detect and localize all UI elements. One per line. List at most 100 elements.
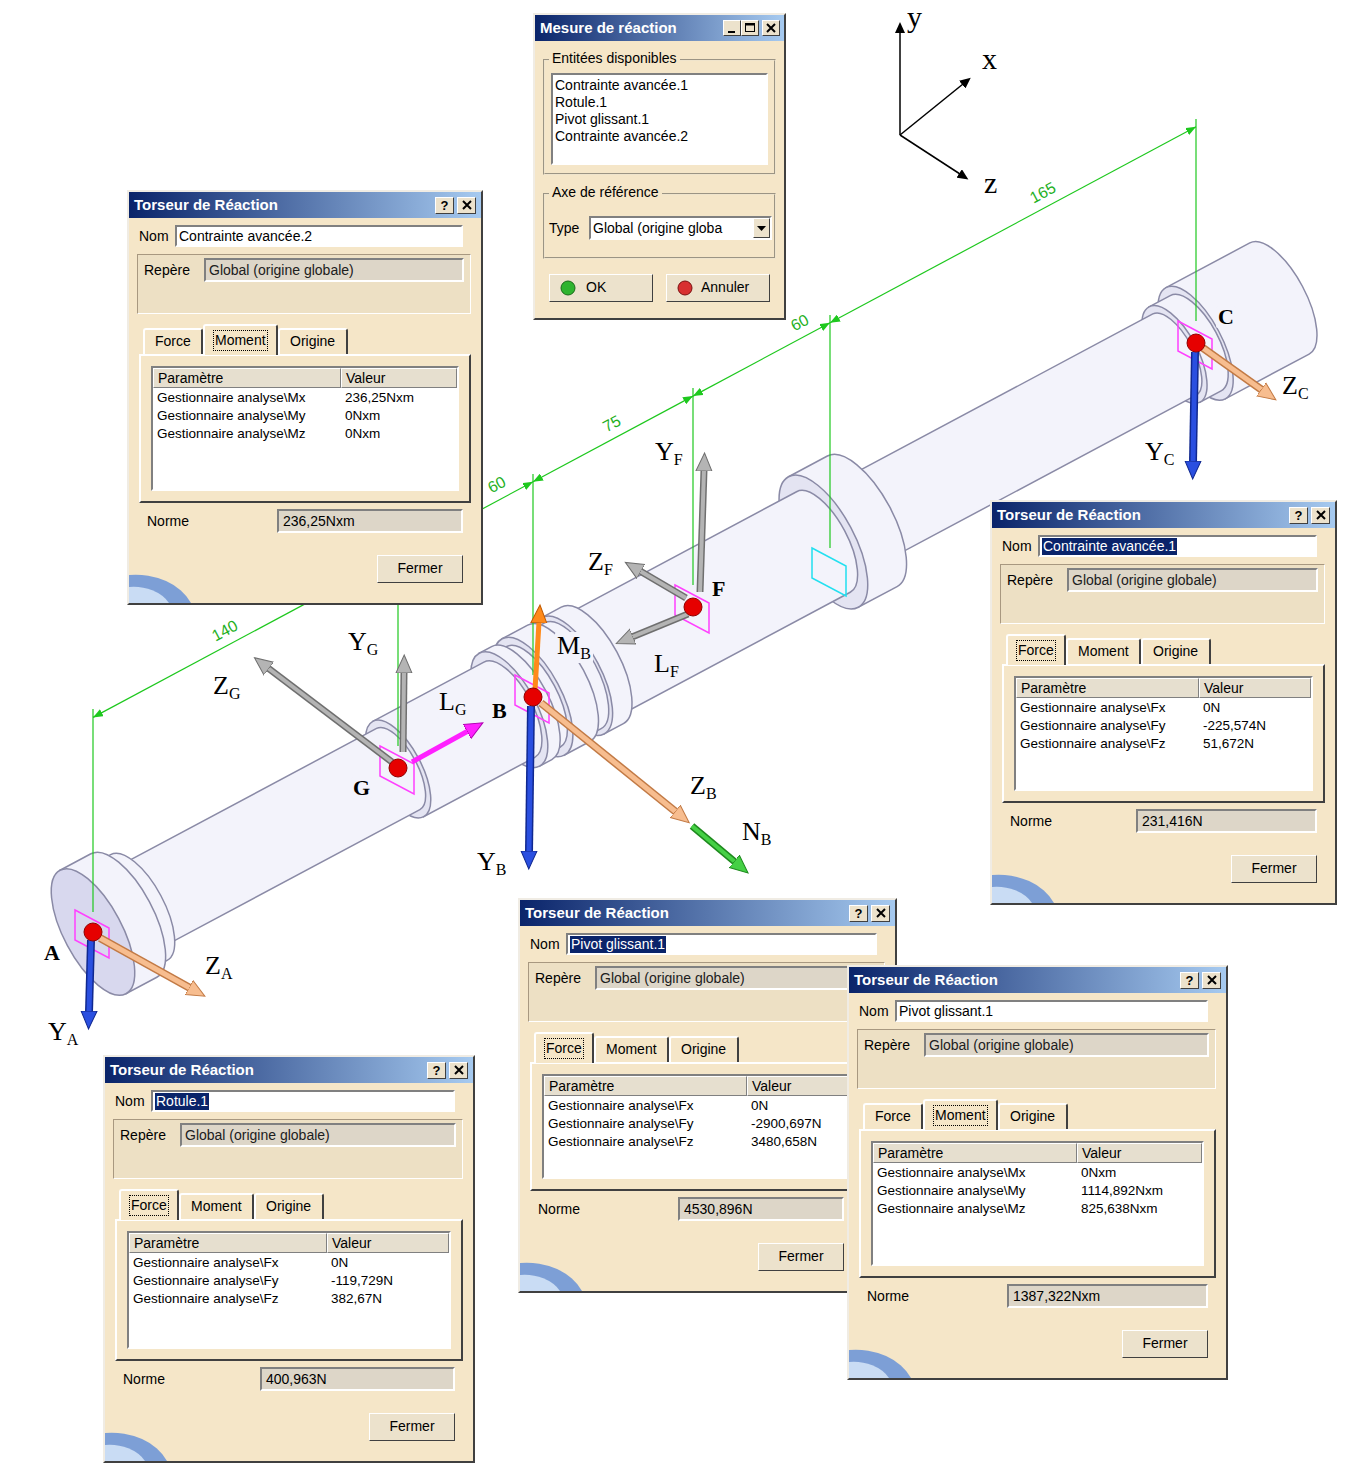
tab-label: Origine — [1010, 1108, 1055, 1125]
vector-letter: Y — [348, 627, 367, 656]
tab-label: Force — [131, 1197, 167, 1214]
close-cross — [767, 24, 775, 32]
vector-subscript: A — [67, 1031, 79, 1048]
dimension-value: 75 — [600, 411, 624, 435]
logo-shine — [105, 1445, 145, 1461]
close-cross — [1208, 976, 1216, 984]
vector-subscript: B — [706, 785, 717, 802]
field-label: Norme — [1010, 813, 1052, 830]
close-icon — [763, 21, 779, 35]
combo-box: Global (origine globa — [589, 216, 772, 240]
tab-panel: ParamètreValeurGestionnaire analyse\Fx0N… — [530, 1062, 885, 1191]
parameter-name: Gestionnaire analyse\Fx — [548, 1098, 694, 1114]
ok-icon — [560, 280, 577, 297]
tab: Force — [143, 328, 203, 354]
parameter-name: Gestionnaire analyse\Fx — [133, 1255, 279, 1271]
group-legend: Axe de référence — [549, 184, 662, 201]
help-mark: ? — [1181, 973, 1198, 988]
tab: Origine — [278, 328, 348, 354]
name-value: Pivot glissant.1 — [570, 936, 666, 953]
logo-shine — [992, 887, 1032, 903]
extension-line — [692, 388, 693, 585]
vector-label: YG — [348, 628, 378, 659]
help-button: ? — [1289, 507, 1308, 524]
column-title: Paramètre — [878, 1144, 943, 1162]
moment-vector — [692, 826, 735, 862]
vector-outline — [700, 470, 704, 592]
force-vector — [89, 940, 91, 1012]
value-table: ParamètreValeurGestionnaire analyse\Fx0N… — [542, 1074, 873, 1179]
reference-value: Global (origine globale) — [1072, 572, 1217, 589]
help-mark: ? — [850, 906, 867, 921]
reference-panel: Repère Global (origine globale) — [1000, 564, 1325, 624]
tab-label: Moment — [935, 1107, 986, 1124]
reference-panel: RepèreGlobal (origine globale) — [113, 1119, 463, 1179]
axis-label: x — [982, 44, 997, 74]
dimension-line — [830, 127, 1196, 323]
field-label: Repère — [1007, 572, 1053, 589]
tab-active: Moment — [203, 324, 278, 355]
value-table: ParamètreValeurGestionnaire analyse\Fx0N… — [1014, 676, 1313, 791]
vector-subscript: G — [455, 701, 467, 718]
reference-field: Global (origine globale) — [595, 966, 878, 990]
ok-button: OK — [549, 274, 653, 302]
button-label: Fermer — [1123, 1335, 1207, 1352]
button-label: Fermer — [1232, 860, 1316, 877]
point-dot — [524, 688, 542, 706]
vector-subscript: F — [674, 451, 683, 468]
force-vector — [268, 668, 392, 762]
column-header: Paramètre — [153, 368, 341, 388]
axis-label: z — [984, 168, 997, 198]
tab-panel: ParamètreValeurGestionnaire analyse\Fx0N… — [1002, 664, 1325, 803]
app-logo — [520, 1253, 584, 1291]
vector-label: YF — [655, 438, 683, 469]
point-label: B — [490, 700, 509, 722]
parameter-value: 0Nxm — [345, 408, 380, 424]
tab-label: Force — [155, 333, 191, 350]
list-box: Contrainte avancée.1Rotule.1Pivot glissa… — [551, 73, 768, 165]
field-label: Norme — [538, 1201, 580, 1218]
tab-panel: ParamètreValeurGestionnaire analyse\Fx0N… — [115, 1219, 463, 1361]
point-dot — [684, 598, 702, 616]
list-item: Contrainte avancée.2 — [555, 128, 688, 145]
column-header: Paramètre — [544, 1076, 747, 1096]
parameter-value: -225,574N — [1203, 718, 1266, 734]
reference-field: Global (origine globale) — [924, 1033, 1209, 1057]
parameter-value: 236,25Nxm — [345, 390, 414, 406]
point-label: G — [351, 777, 372, 799]
reference-value: Global (origine globale) — [209, 262, 354, 279]
close-cross — [877, 909, 885, 917]
help-button: ? — [427, 1062, 446, 1079]
vector-subscript: B — [496, 861, 507, 878]
vector-outline — [640, 571, 686, 598]
logo-shine — [520, 1275, 560, 1291]
reference-field: Global (origine globale) — [180, 1123, 456, 1147]
dialog-window: Torseur de Réaction?NomContrainte avancé… — [990, 500, 1337, 905]
field-label: Repère — [864, 1037, 910, 1054]
force-vector — [640, 571, 686, 598]
button-label: Fermer — [378, 560, 462, 577]
dimension-value: 60 — [485, 473, 509, 497]
vector-letter: Z — [213, 671, 229, 700]
vector-letter: Y — [48, 1017, 67, 1046]
column-title: Valeur — [332, 1234, 371, 1252]
extension-line — [532, 474, 533, 675]
close-icon — [873, 906, 889, 921]
field-label: Norme — [123, 1371, 165, 1388]
vector-label: LF — [652, 650, 681, 681]
axis-line — [900, 135, 960, 174]
help-button: ? — [849, 905, 868, 922]
field-label: Norme — [867, 1288, 909, 1305]
norm-value: 1387,322Nxm — [1013, 1288, 1100, 1305]
dialog-window: Mesure de réactionEntitées disponiblesCo… — [533, 13, 786, 320]
norm-value: 236,25Nxm — [283, 513, 355, 530]
vector-outline — [1203, 348, 1262, 390]
tab: Moment — [594, 1036, 669, 1062]
name-field: Contrainte avancée.2 — [175, 225, 463, 247]
app-logo — [849, 1340, 913, 1378]
dropdown-triangle — [757, 226, 766, 231]
force-vector — [1203, 348, 1262, 390]
button-label: Fermer — [370, 1418, 454, 1435]
column-title: Paramètre — [134, 1234, 199, 1252]
vector-label: ZF — [588, 548, 613, 579]
